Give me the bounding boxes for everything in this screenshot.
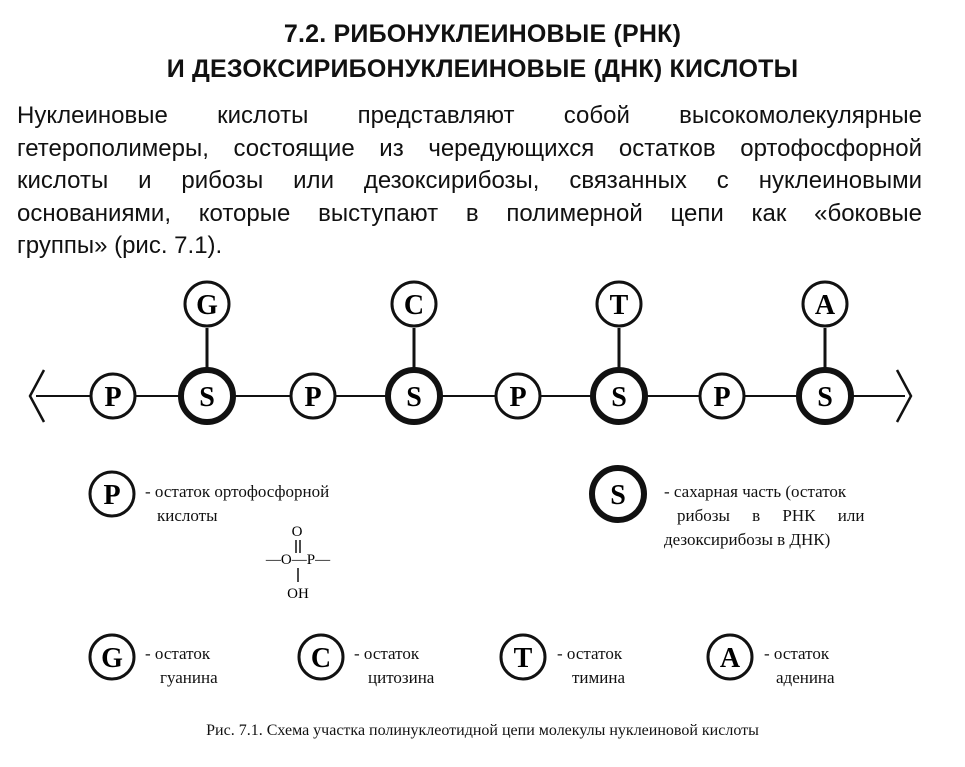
legend-cytosine-line2: цитозина: [368, 668, 435, 687]
svg-text:S: S: [199, 382, 215, 413]
figure-caption: Рис. 7.1. Схема участка полинуклеотидной…: [206, 722, 759, 739]
svg-text:OH: OH: [287, 586, 309, 602]
section-title-line2: И ДЕЗОКСИРИБОНУКЛЕИНОВЫЕ (ДНК) КИСЛОТЫ: [166, 55, 799, 83]
svg-text:S: S: [817, 382, 833, 413]
svg-text:T: T: [514, 643, 533, 674]
legend-thymine-symbol: T: [499, 633, 547, 681]
base-node-adenine: A: [801, 280, 849, 328]
legend-guanine-line2: гуанина: [160, 668, 218, 687]
legend-cytosine-line1: - остаток: [354, 644, 420, 663]
svg-text:A: A: [815, 290, 836, 321]
svg-text:T: T: [610, 290, 629, 321]
paragraph-line: основаниями, которые выступают в полимер…: [17, 199, 922, 227]
paragraph-line: Нуклеиновые кислоты представляют собой в…: [17, 102, 922, 129]
svg-text:P: P: [103, 480, 120, 511]
svg-text:P: P: [713, 382, 730, 413]
phosphate-node: P: [89, 372, 137, 420]
base-node-cytosine: C: [390, 280, 438, 328]
svg-text:S: S: [406, 382, 422, 413]
legend-adenine-line2: аденина: [776, 668, 835, 687]
svg-text:O: O: [292, 524, 303, 540]
paragraph-line: кислоты и рибозы или дезоксирибозы, связ…: [17, 167, 922, 194]
phosphate-node: P: [494, 372, 542, 420]
section-title-line1: 7.2. РИБОНУКЛЕИНОВЫЕ (РНК): [283, 20, 682, 48]
legend-sugar-line1: - сахарная часть (остаток: [664, 482, 847, 501]
svg-text:P: P: [104, 382, 121, 413]
phosphate-node: P: [289, 372, 337, 420]
chain-right-end: [895, 369, 913, 423]
legend-guanine-line1: - остаток: [145, 644, 211, 663]
legend-thymine-line2: тимина: [572, 668, 626, 687]
legend-thymine-line1: - остаток: [557, 644, 623, 663]
svg-text:—O—P—: —O—P—: [265, 552, 331, 568]
paragraph-line: группы» (рис. 7.1).: [17, 232, 223, 259]
legend-cytosine-symbol: C: [297, 633, 345, 681]
base-node-thymine: T: [595, 280, 643, 328]
legend-sugar-line3: дезоксирибозы в ДНК): [664, 530, 831, 549]
paragraph-line: гетерополимеры, состоящие из чередующихс…: [17, 134, 922, 162]
sugar-node: S: [178, 367, 236, 425]
svg-text:S: S: [611, 382, 627, 413]
chain-left-end: [28, 369, 46, 423]
svg-text:C: C: [311, 643, 331, 674]
phosphate-node: P: [698, 372, 746, 420]
legend-sugar-line2: рибозы в РНК или: [677, 506, 865, 525]
legend-sugar-symbol: S: [589, 465, 647, 523]
svg-text:S: S: [610, 480, 626, 511]
legend-phosphate-line1: - остаток ортофосфорной: [145, 482, 330, 501]
intro-paragraph: Нуклеиновые кислоты представляют собой в…: [17, 100, 922, 263]
legend-phosphate-line2: кислоты: [157, 506, 218, 525]
legend-guanine-symbol: G: [88, 633, 136, 681]
svg-text:G: G: [196, 290, 218, 321]
legend-adenine-line1: - остаток: [764, 644, 830, 663]
base-node-guanine: G: [183, 280, 231, 328]
svg-text:C: C: [404, 290, 424, 321]
svg-text:G: G: [101, 643, 123, 674]
sugar-node: S: [385, 367, 443, 425]
svg-text:P: P: [509, 382, 526, 413]
svg-text:P: P: [304, 382, 321, 413]
legend-phosphate-symbol: P: [88, 470, 136, 518]
sugar-node: S: [590, 367, 648, 425]
svg-text:A: A: [720, 643, 741, 674]
sugar-node: S: [796, 367, 854, 425]
legend-adenine-symbol: A: [706, 633, 754, 681]
phosphate-formula: O —O—P— OH: [265, 524, 331, 602]
